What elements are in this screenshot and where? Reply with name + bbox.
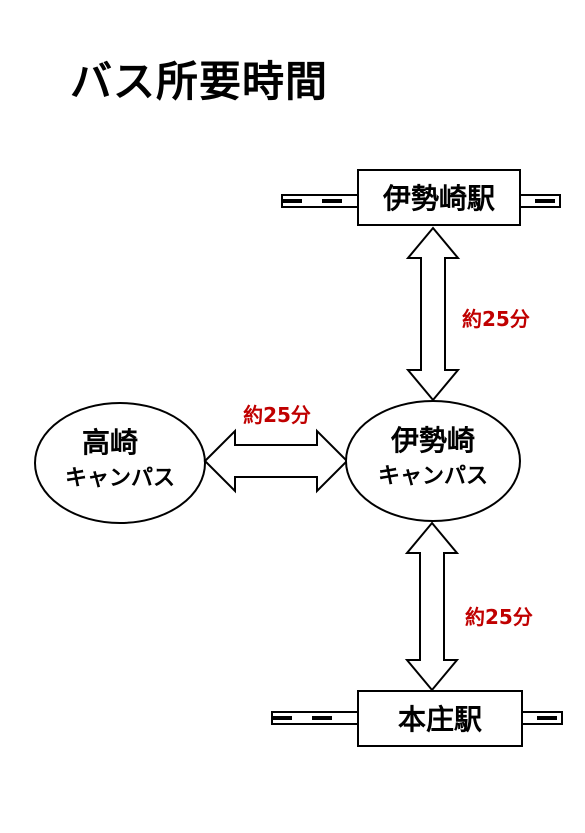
honjo-station-label: 本庄駅 (398, 703, 482, 736)
isesaki-station-label: 伊勢崎駅 (382, 182, 495, 215)
time-campus-honjo-station: 約25分 (465, 605, 533, 629)
time-campus-isesaki-station: 約25分 (462, 307, 530, 331)
time-takasaki-isesaki: 約25分 (243, 403, 311, 427)
isesaki-campus-line2: キャンパス (378, 464, 488, 489)
takasaki-campus-line2: キャンパス (65, 466, 175, 491)
honjo-station-box (357, 690, 523, 747)
arrow-honjo-station (404, 521, 460, 692)
isesaki-campus-node (345, 400, 521, 522)
isesaki-station-box (357, 169, 521, 226)
arrow-takasaki-isesaki (203, 428, 349, 494)
takasaki-campus-node (34, 402, 206, 524)
arrow-isesaki-station (405, 226, 461, 402)
isesaki-campus-line1: 伊勢崎 (390, 424, 475, 457)
takasaki-campus-line1: 高崎 (82, 426, 138, 459)
page-title: バス所要時間 (70, 57, 329, 106)
